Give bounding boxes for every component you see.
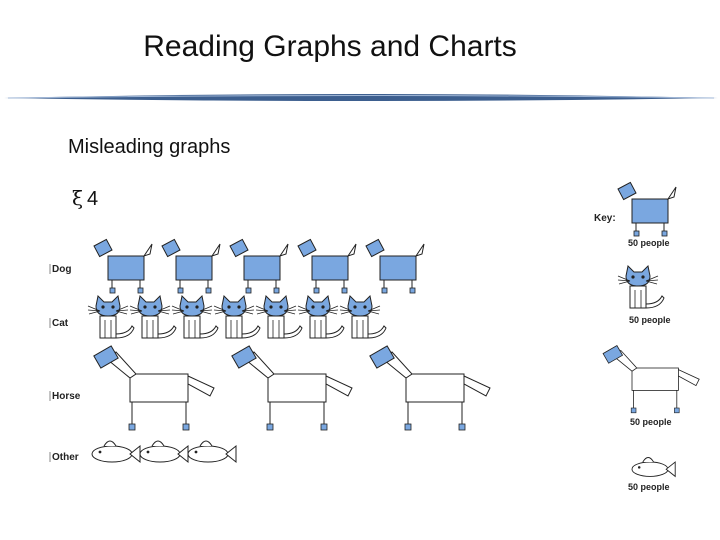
fish-icon: [91, 440, 141, 464]
cat-icon: [171, 294, 219, 339]
cat-icon: [87, 294, 135, 339]
category-label-dog: Dog: [52, 264, 71, 275]
bullet-number: 4: [87, 188, 99, 210]
horse-icon: [231, 345, 353, 431]
key-label: 50 people: [628, 482, 670, 492]
category-label-horse: Horse: [52, 391, 81, 402]
category-label-cat: Cat: [52, 318, 69, 329]
fish-icon: [139, 440, 189, 464]
cat-icon: [129, 294, 177, 339]
category-label-other: Other: [52, 452, 79, 463]
dog-icon: [365, 238, 425, 294]
key-cat-icon: [617, 264, 665, 309]
key-dog-icon: [617, 181, 677, 237]
dog-icon: [229, 238, 289, 294]
key-title: Key:: [594, 213, 616, 224]
horse-icon: [93, 345, 215, 431]
cat-icon: [339, 294, 387, 339]
cat-icon: [297, 294, 345, 339]
cat-icon: [255, 294, 303, 339]
key-horse-icon: [602, 345, 700, 414]
key-label: 50 people: [628, 238, 670, 248]
dog-icon: [93, 238, 153, 294]
title-divider: [4, 94, 718, 101]
key-label: 50 people: [630, 417, 672, 427]
fish-icon: [187, 440, 237, 464]
key-fish-icon: [631, 457, 676, 478]
bullet-symbol: ξ: [72, 186, 84, 210]
slide-title: Reading Graphs and Charts: [143, 30, 517, 63]
slide-subtitle: Misleading graphs: [68, 136, 231, 158]
dog-icon: [161, 238, 221, 294]
dog-icon: [297, 238, 357, 294]
cat-icon: [213, 294, 261, 339]
key-label: 50 people: [629, 315, 671, 325]
horse-icon: [369, 345, 491, 431]
